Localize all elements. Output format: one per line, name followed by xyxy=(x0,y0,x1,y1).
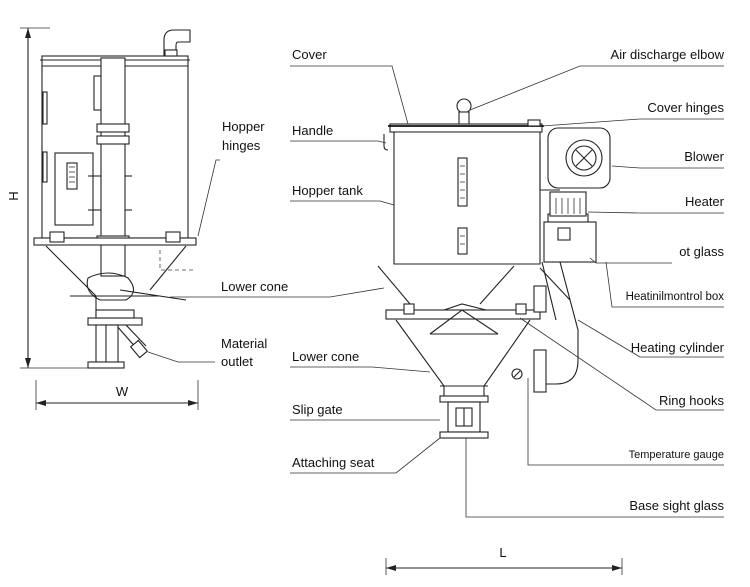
leader-lines xyxy=(147,65,724,518)
label-hopper-hinges-line1: Hopper xyxy=(222,119,265,134)
label-heating-cylinder: Heating cylinder xyxy=(631,340,725,355)
label-heating-control-box: Heatinilmontrol box xyxy=(626,291,725,303)
dimension-length: L xyxy=(499,545,506,560)
dimension-height: H xyxy=(6,191,21,200)
front-view-drawing xyxy=(377,98,623,575)
label-blower: Blower xyxy=(684,149,724,164)
label-sight-glass: ot glass xyxy=(679,244,724,259)
label-cover: Cover xyxy=(292,47,327,62)
label-lower-cone-mid: Lower cone xyxy=(292,349,359,364)
label-handle: Handle xyxy=(292,123,333,138)
label-hopper-hinges-line2: hinges xyxy=(222,138,261,153)
label-lower-cone-top: Lower cone xyxy=(221,279,288,294)
dimension-width: W xyxy=(116,384,129,399)
label-heater: Heater xyxy=(685,194,725,209)
label-hopper-tank: Hopper tank xyxy=(292,183,363,198)
label-slip-gate: Slip gate xyxy=(292,402,343,417)
label-cover-hinges: Cover hinges xyxy=(647,100,724,115)
label-air-discharge-elbow: Air discharge elbow xyxy=(611,47,725,62)
label-ring-hooks: Ring hooks xyxy=(659,393,725,408)
label-base-sight-glass: Base sight glass xyxy=(629,498,724,513)
label-material-outlet-line1: Material xyxy=(221,336,267,351)
label-material-outlet-line2: outlet xyxy=(221,354,253,369)
labels: Cover Handle Hopper tank Lower cone Lowe… xyxy=(6,47,725,560)
side-view-drawing xyxy=(20,27,199,410)
label-temperature-gauge: Temperature gauge xyxy=(629,449,724,461)
label-attaching-seat: Attaching seat xyxy=(292,455,375,470)
